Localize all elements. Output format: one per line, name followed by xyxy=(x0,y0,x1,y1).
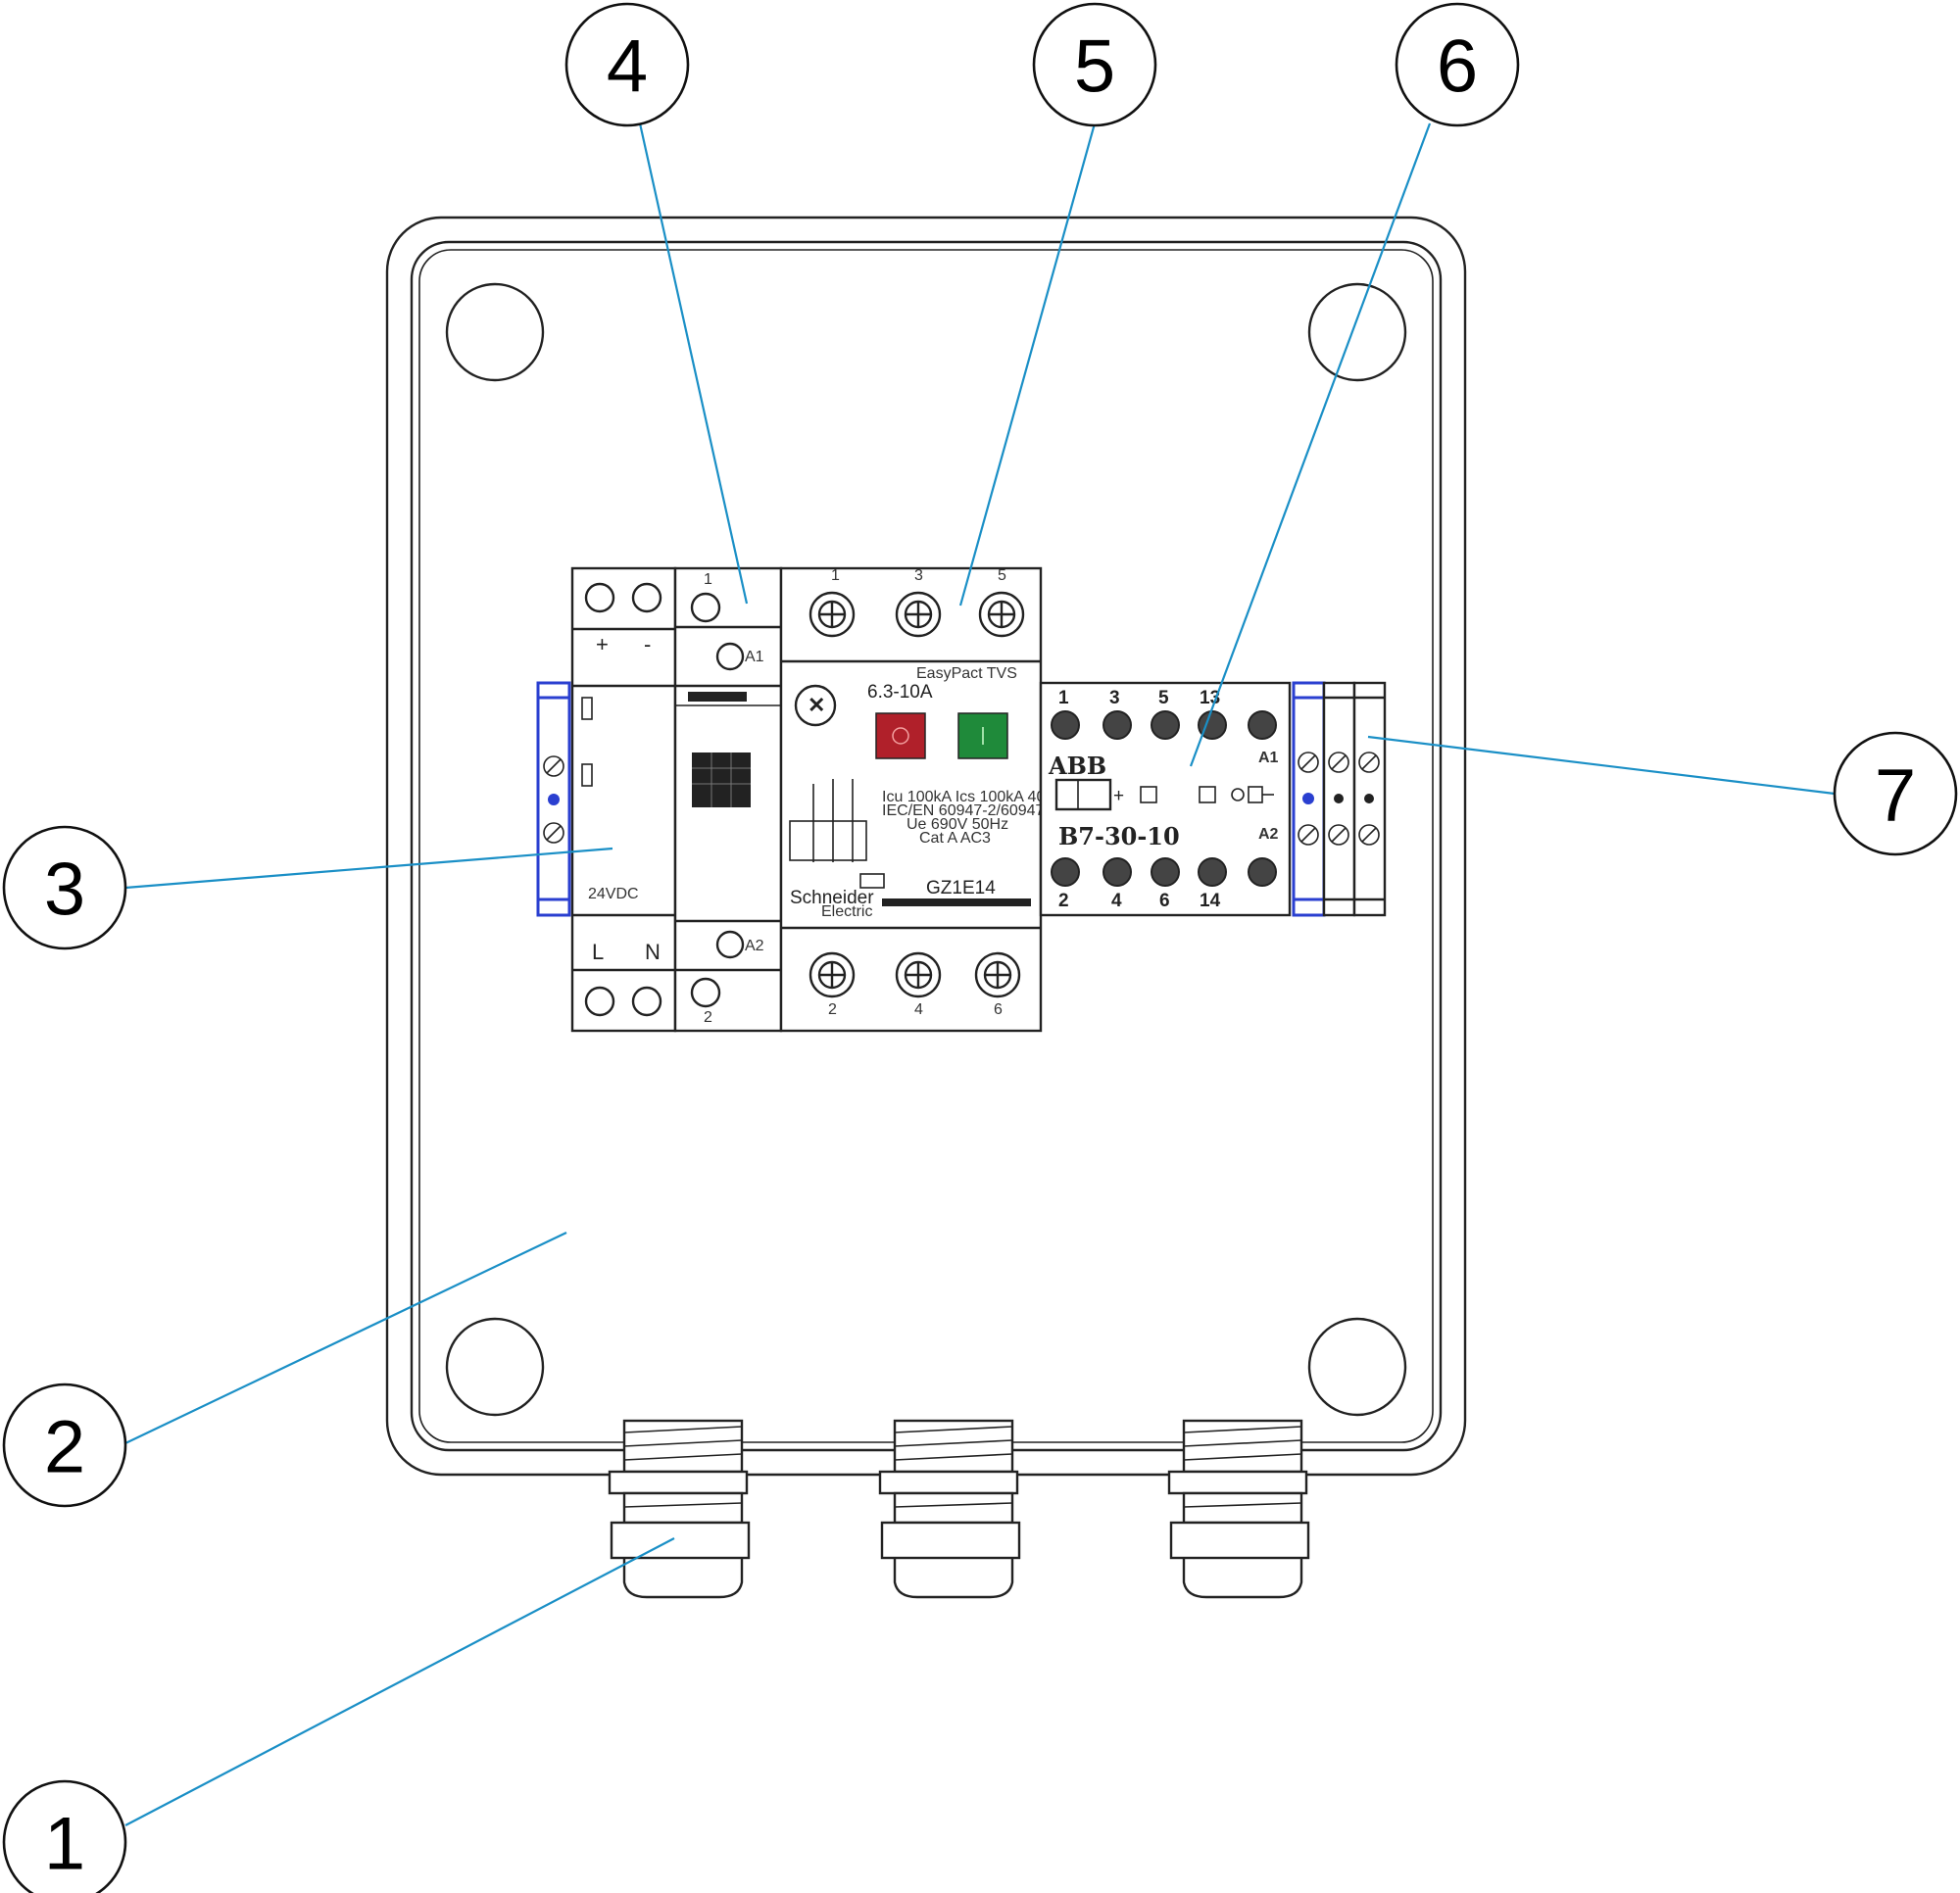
relay-terminal-2-label: 2 xyxy=(704,1009,712,1026)
power-supply: + - 24VDC L N xyxy=(570,566,677,1033)
contactor-model: B7-30-10 xyxy=(1058,822,1180,850)
callout-5-label: 5 xyxy=(1074,25,1115,109)
leader-1 xyxy=(124,1537,675,1826)
power-supply-minus-label: - xyxy=(644,632,651,656)
callout-3: 3 xyxy=(2,825,127,950)
breaker-range: 6.3-10A xyxy=(867,682,933,703)
breaker-spec-line-3: Ue 690V 50Hz xyxy=(906,816,1008,833)
callout-1-label: 1 xyxy=(44,1803,85,1886)
contactor-bottom-terminal-4: 4 xyxy=(1111,891,1122,911)
breaker-bottom-terminal-4: 4 xyxy=(914,1001,923,1018)
leader-3 xyxy=(124,847,613,890)
leader-7 xyxy=(1367,735,1836,796)
breaker-model: GZ1E14 xyxy=(926,878,996,898)
callout-1: 1 xyxy=(2,1779,127,1893)
relay-a1-label: A1 xyxy=(745,649,764,665)
callout-4-label: 4 xyxy=(607,25,648,109)
svg-text:+: + xyxy=(1113,786,1124,806)
leader-lines xyxy=(124,122,1836,1826)
end-terminal-left xyxy=(536,681,571,917)
breaker-spec-line-2: IEC/EN 60947-2/60947-4-1 xyxy=(882,802,1072,819)
callout-3-label: 3 xyxy=(44,849,85,932)
cable-gland-right xyxy=(1167,1419,1310,1599)
power-supply-n-label: N xyxy=(645,940,661,964)
power-supply-plus-label: + xyxy=(596,632,609,656)
mounting-hole-bottom-left xyxy=(445,1317,545,1417)
callout-6-label: 6 xyxy=(1437,25,1478,109)
terminal-blocks xyxy=(1292,681,1387,917)
leader-5 xyxy=(958,122,1097,607)
power-supply-voltage: 24VDC xyxy=(588,886,639,902)
breaker-bottom-terminal-6: 6 xyxy=(994,1001,1003,1018)
contactor-brand: ABB xyxy=(1048,752,1106,780)
power-supply-terminal-n xyxy=(631,986,662,1017)
leader-6 xyxy=(1189,122,1432,767)
callout-2-label: 2 xyxy=(44,1406,85,1489)
callout-4: 4 xyxy=(564,2,690,127)
power-supply-terminal-l xyxy=(584,986,615,1017)
mounting-holes xyxy=(445,282,1407,1417)
motor-circuit-breaker: 1 3 5 EasyPact TVS ✕ 6.3-10A Icu 100kA I… xyxy=(779,566,1072,1033)
cable-gland-middle xyxy=(878,1419,1021,1599)
callout-7: 7 xyxy=(1833,731,1958,856)
contactor-bottom-terminal-2: 2 xyxy=(1058,891,1069,911)
power-supply-terminal-plus xyxy=(584,582,615,613)
contactor-bottom-terminal-6: 6 xyxy=(1159,891,1170,911)
callout-5: 5 xyxy=(1032,2,1157,127)
breaker-maker-sub: Electric xyxy=(821,903,872,920)
contactor-top-terminal-3: 3 xyxy=(1109,688,1120,708)
relay-a2-label: A2 xyxy=(745,938,764,954)
breaker-brand: EasyPact TVS xyxy=(916,665,1017,682)
leader-4 xyxy=(638,122,749,605)
contactor-top-terminal-5: 5 xyxy=(1158,688,1169,708)
callout-2: 2 xyxy=(2,1383,127,1508)
breaker-spec-line-1: Icu 100kA Ics 100kA 400V xyxy=(882,789,1064,805)
contactor-bottom-terminal-14: 14 xyxy=(1200,891,1221,911)
cable-gland-left xyxy=(608,1419,751,1599)
leader-2 xyxy=(124,1232,567,1444)
breaker-maker: Schneider xyxy=(790,888,874,908)
breaker-bottom-terminal-2: 2 xyxy=(828,1001,837,1018)
breaker-top-terminal-5: 5 xyxy=(998,567,1006,584)
mounting-hole-top-left xyxy=(445,282,545,382)
breaker-top-terminal-1: 1 xyxy=(831,567,840,584)
relay-terminal-1-label: 1 xyxy=(704,571,712,588)
breaker-stop-button xyxy=(875,712,926,759)
contactor-coil-a1: A1 xyxy=(1258,750,1279,766)
relay-module: 1 A1 A2 2 xyxy=(673,566,783,1033)
breaker-spec-line-4: Cat A AC3 xyxy=(919,830,991,847)
mounting-hole-bottom-right xyxy=(1307,1317,1407,1417)
callout-7-label: 7 xyxy=(1875,754,1916,838)
contactor: 1 3 5 13 ABB A1 + B7-30-10 A2 2 4 xyxy=(1039,681,1292,917)
contactor-coil-a2: A2 xyxy=(1258,826,1279,843)
breaker-top-terminal-3: 3 xyxy=(914,567,923,584)
power-supply-l-label: L xyxy=(592,940,604,964)
power-supply-terminal-minus xyxy=(631,582,662,613)
svg-text:✕: ✕ xyxy=(808,693,825,717)
callout-6: 6 xyxy=(1395,2,1520,127)
mounting-hole-top-right xyxy=(1307,282,1407,382)
contactor-top-terminal-1: 1 xyxy=(1058,688,1069,708)
